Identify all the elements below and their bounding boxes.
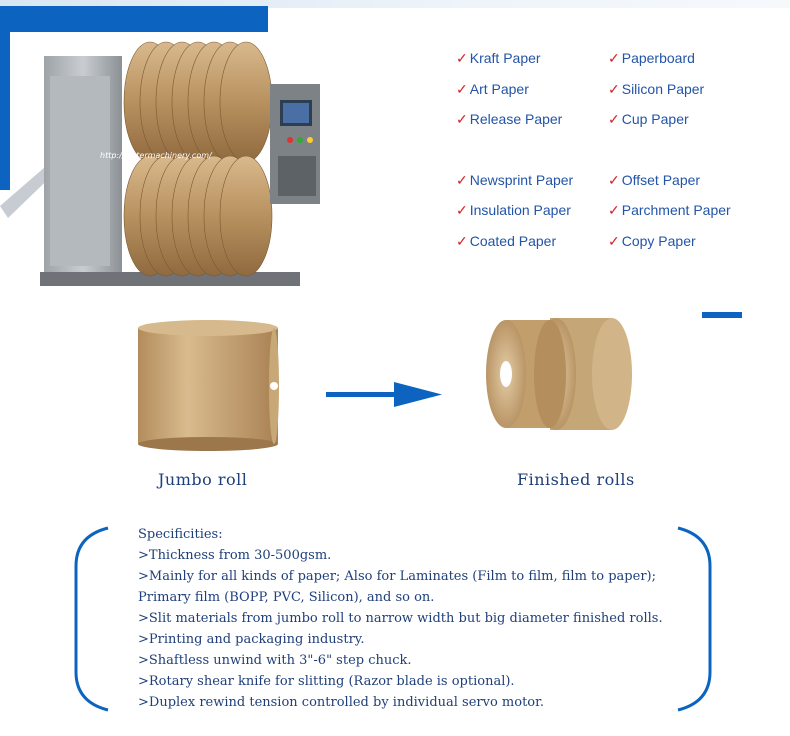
accent-blue-dash (702, 312, 742, 318)
finished-rolls-label: Finished rolls (517, 470, 635, 489)
paper-item: ✓Silicon Paper (608, 81, 705, 97)
specifications-block: Specificities: >Thickness from 30-500gsm… (138, 524, 698, 713)
check-icon: ✓ (456, 172, 468, 188)
slitter-machine-image: http://slittermachinery.com/ (0, 41, 320, 286)
top-banner-strip (0, 0, 790, 8)
finished-rolls-image (486, 318, 632, 430)
check-icon: ✓ (608, 172, 620, 188)
check-icon: ✓ (608, 202, 620, 218)
spec-line: >Printing and packaging industry. (138, 632, 365, 647)
spec-line: Primary film (BOPP, PVC, Silicon), and s… (138, 590, 435, 605)
spec-line: >Duplex rewind tension controlled by ind… (138, 695, 545, 710)
paper-item: ✓Parchment Paper (608, 202, 731, 218)
jumbo-roll-label: Jumbo roll (158, 470, 248, 489)
check-icon: ✓ (608, 50, 620, 66)
jumbo-roll-image (138, 320, 279, 451)
check-icon: ✓ (608, 111, 620, 127)
spec-line: >Mainly for all kinds of paper; Also for… (138, 569, 656, 584)
check-icon: ✓ (608, 233, 620, 249)
paper-item: ✓Art Paper (456, 81, 529, 97)
paper-item: ✓Cup Paper (608, 111, 689, 127)
paper-item: ✓Release Paper (456, 111, 563, 127)
header-blue-bar (0, 6, 268, 32)
paper-item: ✓Insulation Paper (456, 202, 571, 218)
spec-line: >Rotary shear knife for slitting (Razor … (138, 674, 515, 689)
check-icon: ✓ (456, 202, 468, 218)
paper-item: ✓Paperboard (608, 50, 695, 66)
check-icon: ✓ (608, 81, 620, 97)
machine-watermark: http://slittermachinery.com/ (100, 151, 213, 160)
paper-item: ✓Kraft Paper (456, 50, 541, 66)
check-icon: ✓ (456, 81, 468, 97)
paper-item: ✓Copy Paper (608, 233, 696, 249)
specifications-heading: Specificities: (138, 527, 223, 542)
left-bracket (74, 526, 109, 712)
check-icon: ✓ (456, 111, 468, 127)
right-bracket (677, 526, 712, 712)
paper-item: ✓Offset Paper (608, 172, 701, 188)
check-icon: ✓ (456, 233, 468, 249)
spec-line: >Thickness from 30-500gsm. (138, 548, 332, 563)
arrow-right-icon (326, 382, 442, 407)
paper-item: ✓Coated Paper (456, 233, 557, 249)
side-blue-bar (0, 30, 10, 190)
paper-item: ✓Newsprint Paper (456, 172, 574, 188)
spec-line: >Slit materials from jumbo roll to narro… (138, 611, 663, 626)
check-icon: ✓ (456, 50, 468, 66)
spec-line: >Shaftless unwind with 3"-6" step chuck. (138, 653, 412, 668)
